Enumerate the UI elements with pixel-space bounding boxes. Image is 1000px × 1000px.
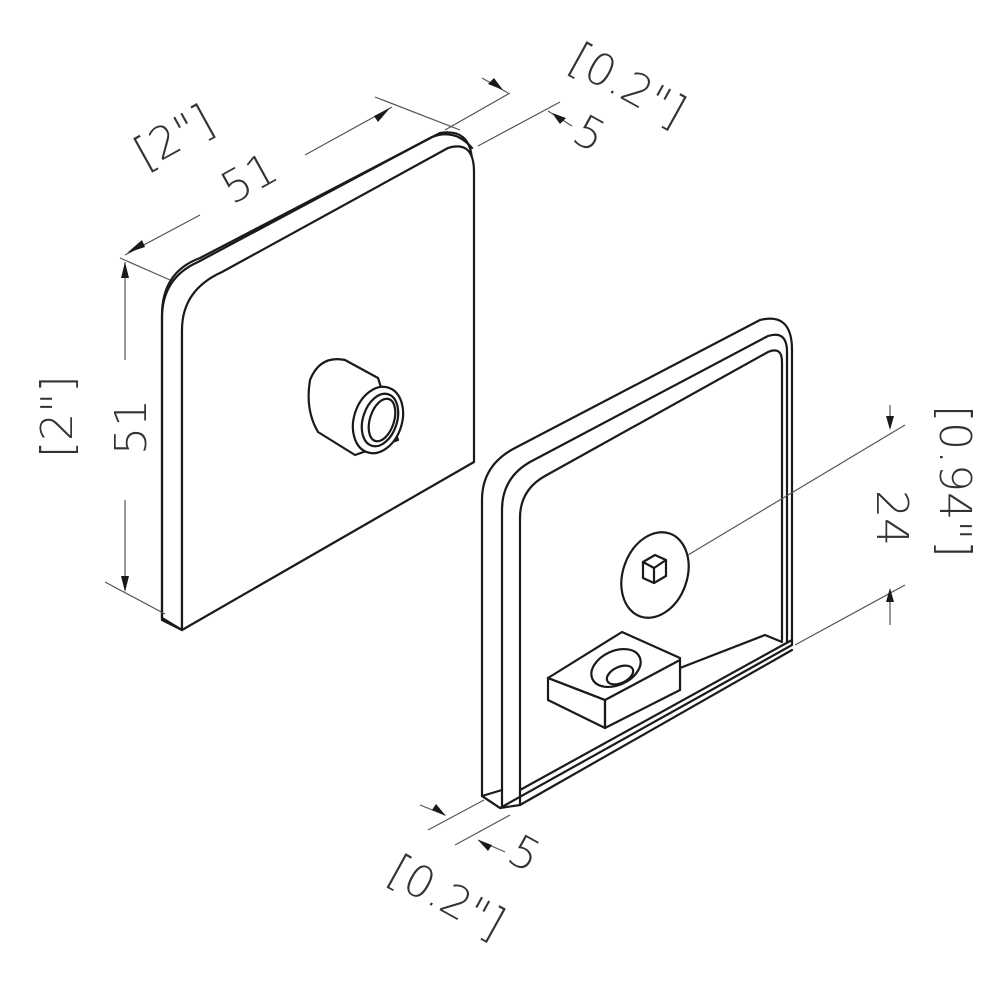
right-offset-in-label: [0.94"] (929, 405, 980, 558)
back-plate (160, 131, 476, 632)
top-width-mm-label: 51 (213, 143, 287, 215)
front-clamp-plate (480, 317, 794, 810)
threaded-boss (307, 358, 405, 457)
left-height-mm-label: 51 (106, 399, 157, 455)
top-thickness-mm-label: 5 (565, 105, 614, 163)
top-width-in-label: [2"] (126, 95, 223, 180)
dimension-top-thickness (444, 77, 573, 147)
bottom-thickness-mm-label: 5 (500, 825, 549, 883)
left-height-in-label: [2"] (32, 375, 83, 458)
dimension-bottom-thickness (419, 799, 511, 853)
notched-tab (546, 630, 682, 730)
bottom-thickness-in-label: [0.2"] (380, 845, 514, 950)
dimension-left-height (104, 262, 166, 615)
dimension-right-offset (687, 405, 906, 646)
hex-socket-screw (620, 531, 690, 619)
right-offset-mm-label: 24 (866, 490, 917, 546)
dimension-top-width (119, 96, 461, 281)
